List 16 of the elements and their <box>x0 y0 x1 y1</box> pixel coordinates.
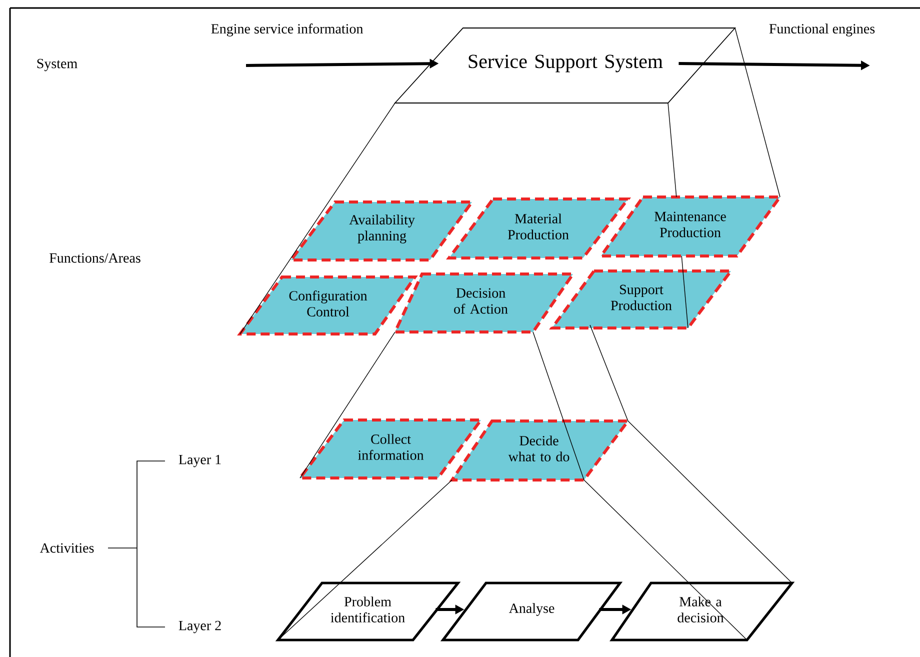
label: Layer 1 <box>178 454 221 468</box>
label: Engine service information <box>211 24 364 36</box>
projection-line <box>240 102 396 334</box>
projection-line <box>590 324 628 422</box>
projection-line <box>300 332 396 478</box>
label: System <box>37 58 78 72</box>
label: Functions/Areas <box>50 253 140 263</box>
label: Activities <box>40 543 94 553</box>
projection-line <box>628 420 792 584</box>
label: Layer 2 <box>178 620 221 634</box>
label: Functional engines <box>769 24 875 36</box>
projection-line <box>734 28 780 198</box>
projection-line <box>532 332 584 480</box>
projection-line <box>584 480 748 640</box>
projection-line <box>668 102 677 198</box>
projection-line <box>681 256 688 328</box>
